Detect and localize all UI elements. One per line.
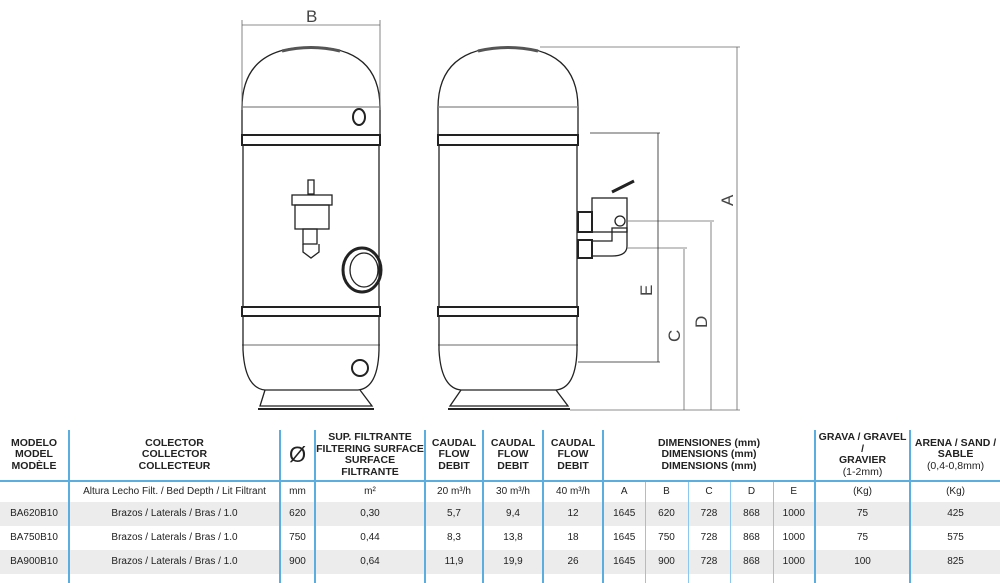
cell-gravel: 75	[815, 502, 912, 526]
cell-e: 1000	[773, 550, 817, 574]
unit-model	[0, 481, 70, 502]
unit-dim-b: B	[645, 481, 689, 502]
cell-d: 868	[730, 550, 774, 574]
cell-gravel: 100	[815, 550, 912, 574]
cell-flow40: 12	[543, 502, 604, 526]
cell-b: 620	[645, 502, 689, 526]
units-row: Altura Lecho Filt. / Bed Depth / Lit Fil…	[0, 481, 1000, 502]
cell-e: 1000	[773, 526, 817, 550]
unit-dim-c: C	[688, 481, 731, 502]
unit-diameter: mm	[280, 481, 316, 502]
cell-surface: 0,30	[315, 502, 426, 526]
cell-surface: 0,44	[315, 526, 426, 550]
cell-a: 1645	[603, 550, 646, 574]
cell-a: 1645	[603, 502, 646, 526]
cell-d: 868	[730, 502, 774, 526]
multiport-valve-side	[577, 179, 635, 259]
cell-model: BA620B10	[0, 502, 70, 526]
dimension-label-e: E	[637, 285, 656, 296]
cell-diameter: 620	[280, 502, 316, 526]
cell-sand: 825	[910, 550, 1000, 574]
cell-flow20: 11,9	[425, 550, 484, 574]
unit-flow-20: 20 m³/h	[425, 481, 484, 502]
cell-flow40: 26	[543, 550, 604, 574]
header-diameter: Ø	[280, 430, 316, 482]
cell-d: 868	[730, 526, 774, 550]
dimension-label-d: D	[692, 316, 711, 328]
unit-sand: (Kg)	[946, 486, 965, 498]
cell-model: BA750B10	[0, 526, 70, 550]
cell-flow40: 18	[543, 526, 604, 550]
unit-dim-a: A	[603, 481, 646, 502]
table-footer-spacer	[0, 574, 1000, 583]
unit-dim-e: E	[773, 481, 817, 502]
dimension-label-b: B	[306, 7, 317, 26]
cell-e: 1000	[773, 502, 817, 526]
cell-diameter: 900	[280, 550, 316, 574]
cell-model: BA900B10	[0, 550, 70, 574]
cell-sand: 425	[910, 502, 1000, 526]
cell-c: 728	[688, 502, 731, 526]
header-dimensions: DIMENSIONES (mm)DIMENSIONS (mm)DIMENSION…	[603, 430, 817, 482]
unit-surface: m²	[315, 481, 426, 502]
side-view-tank	[437, 46, 635, 410]
cell-c: 728	[688, 550, 731, 574]
cell-flow30: 13,8	[483, 526, 544, 550]
unit-dim-d: D	[730, 481, 774, 502]
header-sand: ARENA / SAND /SABLE(0,4-0,8mm)	[910, 430, 1000, 482]
cell-collector: Brazos / Laterals / Bras / 1.0	[69, 550, 281, 574]
cell-surface: 0,64	[315, 550, 426, 574]
unit-gravel: (Kg)	[815, 481, 912, 502]
dimension-lines	[241, 20, 740, 411]
dimension-label-a: A	[718, 194, 737, 206]
cell-sand: 575	[947, 532, 964, 544]
unit-flow-30: 30 m³/h	[483, 481, 544, 502]
unit-collector: Altura Lecho Filt. / Bed Depth / Lit Fil…	[69, 481, 281, 502]
front-view-tank	[241, 46, 383, 410]
cell-diameter: 750	[280, 526, 316, 550]
cell-a: 1645	[603, 526, 646, 550]
unit-flow-40: 40 m³/h	[543, 481, 604, 502]
multiport-valve-front	[291, 179, 333, 259]
cell-flow30: 9,4	[483, 502, 544, 526]
cell-flow30: 19,9	[483, 550, 544, 574]
cell-b: 900	[645, 550, 689, 574]
cell-b: 750	[645, 526, 689, 550]
cell-collector: Brazos / Laterals / Bras / 1.0	[69, 526, 281, 550]
dimension-label-c: C	[665, 330, 684, 342]
filter-technical-drawing: B A E D C	[241, 7, 740, 411]
cell-gravel: 75	[815, 526, 912, 550]
header-gravel: GRAVA / GRAVEL /GRAVIER(1-2mm)	[815, 430, 912, 482]
cell-flow20: 5,7	[425, 502, 484, 526]
cell-c: 728	[688, 526, 731, 550]
cell-collector: Brazos / Laterals / Bras / 1.0	[69, 502, 281, 526]
cell-flow20: 8,3	[425, 526, 484, 550]
